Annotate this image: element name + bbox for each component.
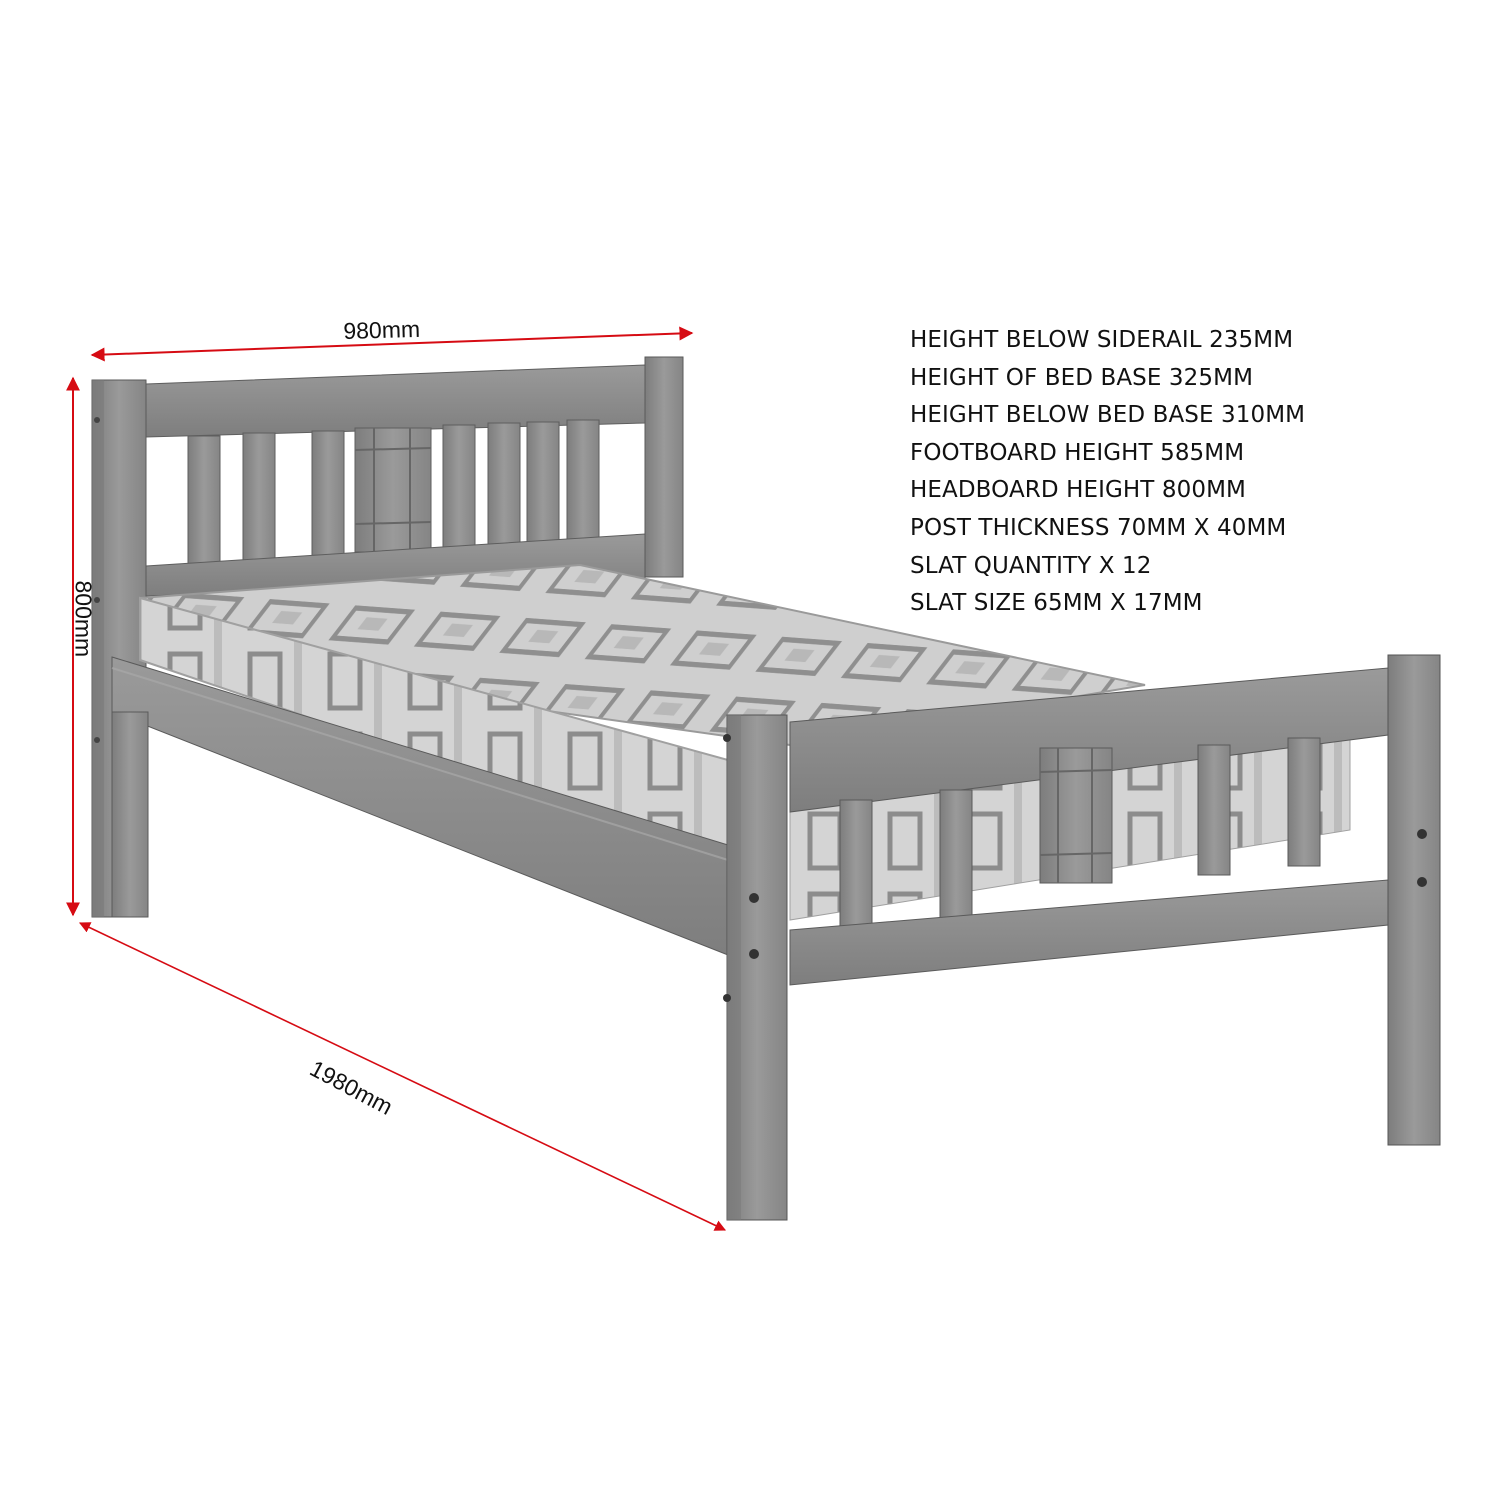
head-leg [111,711,149,918]
width-dimension-label: 980mm [343,315,421,344]
spec-item: HEIGHT BELOW SIDERAIL 235MM [910,327,1294,353]
dimension-arrows [66,326,727,1231]
spec-list: HEIGHT BELOW SIDERAIL 235MM HEIGHT OF BE… [910,322,1305,623]
spec-item: FOOTBOARD HEIGHT 585MM [910,439,1245,466]
spec-item: POST THICKNESS 70MM X 40MM [910,514,1287,541]
spec-item: HEADBOARD HEIGHT 800MM [910,477,1246,504]
height-dimension-label: 800mm [70,580,97,658]
headboard [91,356,684,918]
spec-item: HEIGHT OF BED BASE 325MM [910,364,1254,391]
footboard [723,654,1441,1221]
spec-item: SLAT SIZE 65MM X 17MM [910,590,1203,617]
spec-item: HEIGHT BELOW BED BASE 310MM [910,402,1306,429]
width-arrow [90,326,694,362]
length-arrow [78,922,727,1231]
spec-item: SLAT QUANTITY X 12 [910,552,1152,579]
